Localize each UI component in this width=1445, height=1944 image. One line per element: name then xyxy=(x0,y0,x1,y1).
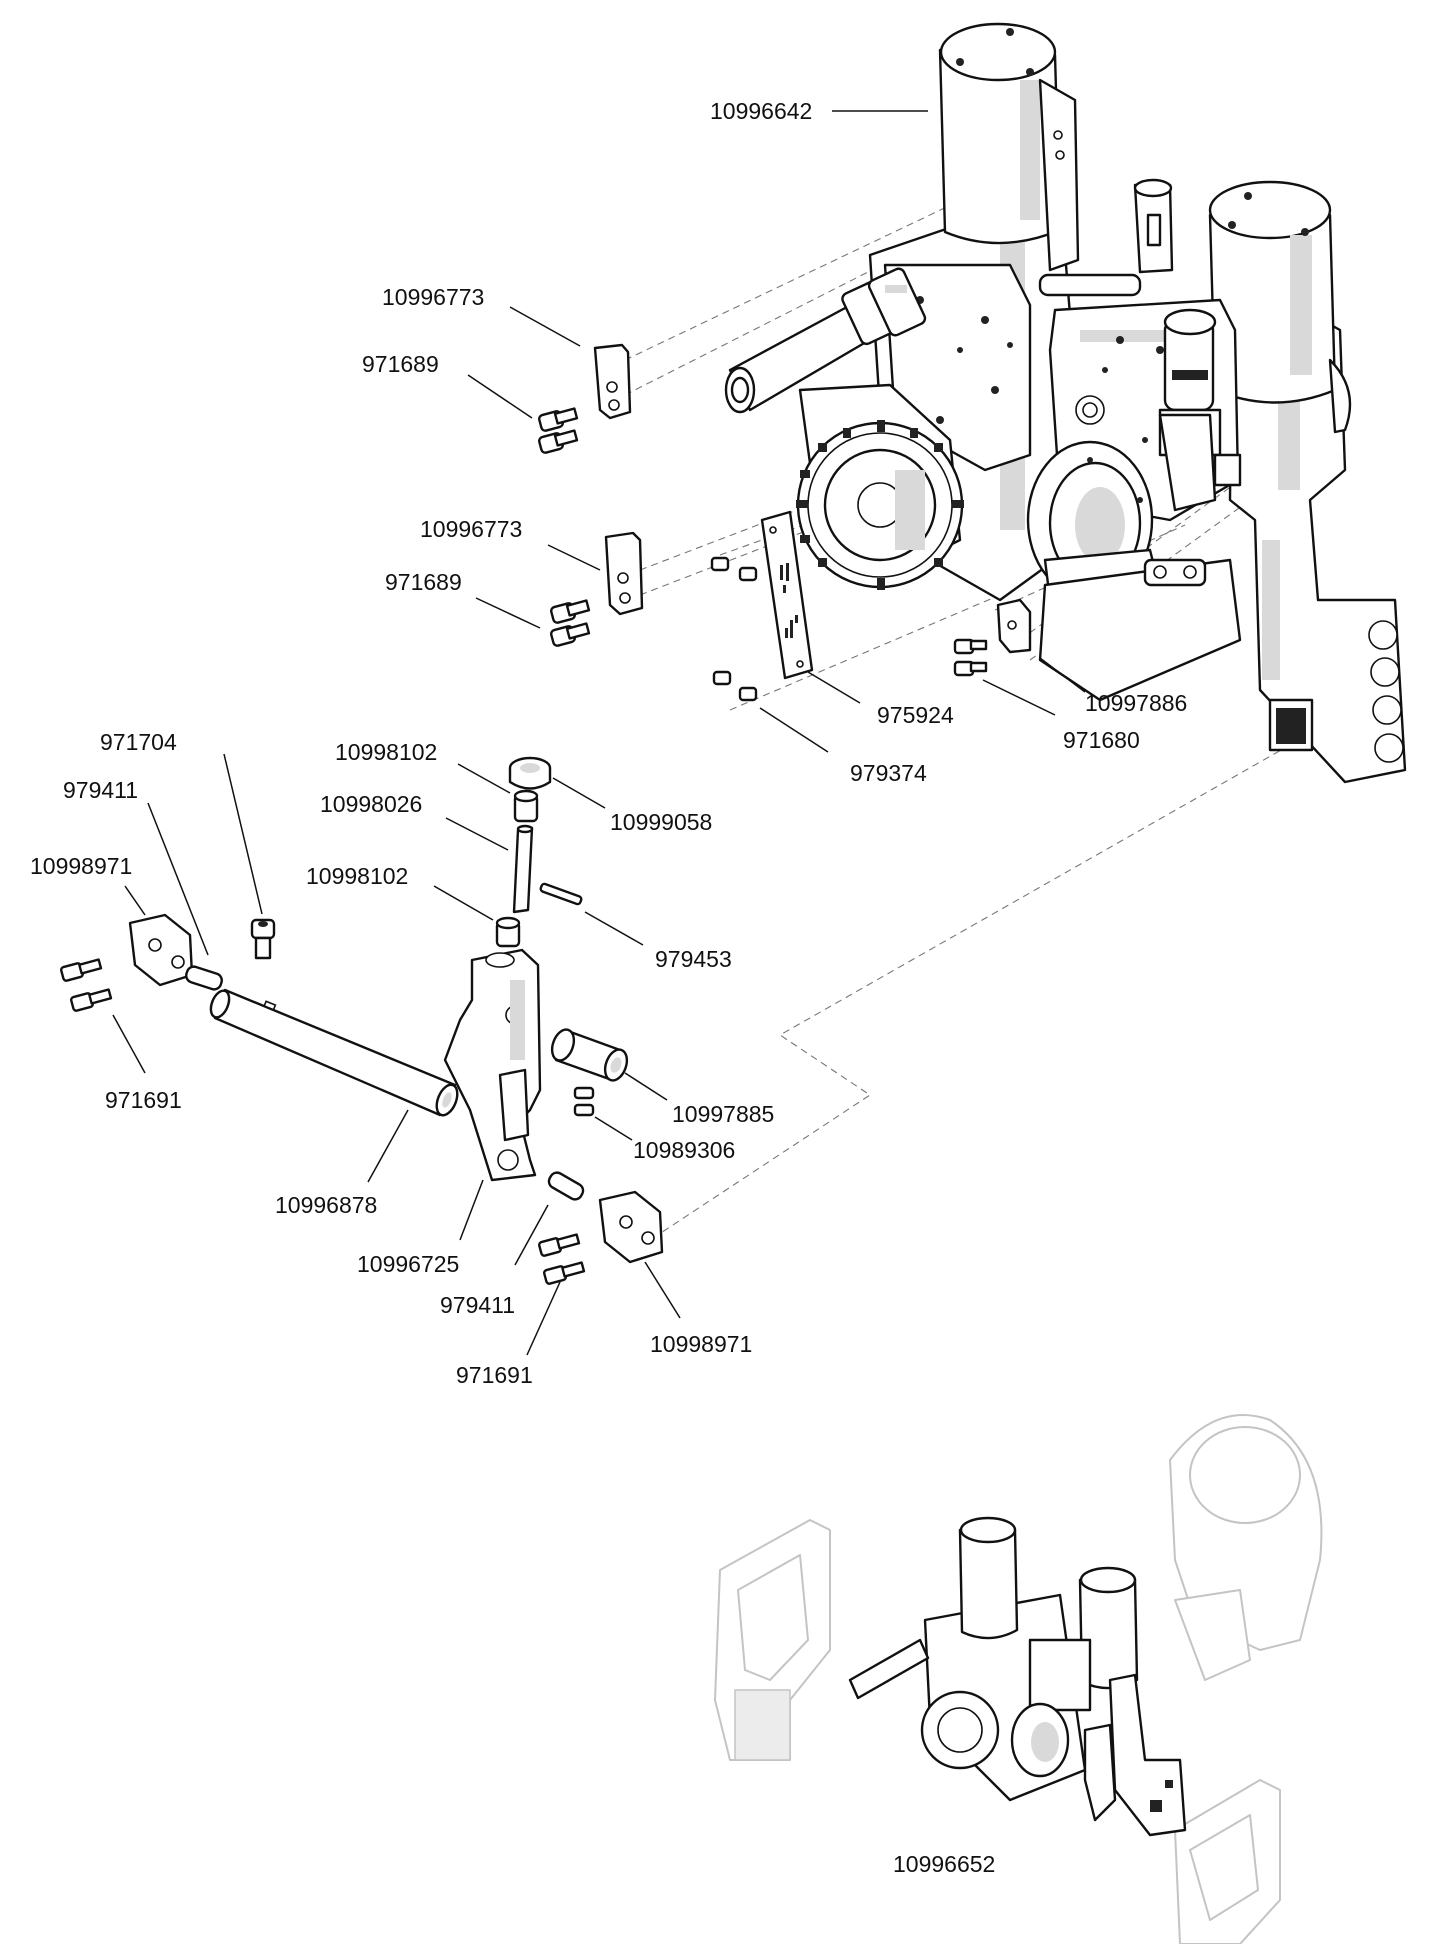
plate-screws xyxy=(710,556,758,702)
callout-10996878: 10996878 xyxy=(275,1192,377,1218)
dowel-pin-lower xyxy=(547,1171,585,1201)
callout-979411-lower: 979411 xyxy=(440,1292,515,1318)
callout-10996773-upper: 10996773 xyxy=(382,284,484,310)
callout-10997886: 10997886 xyxy=(1085,690,1187,716)
bracket-screws xyxy=(953,638,988,677)
screws-lower xyxy=(538,1233,586,1285)
overview-assembly xyxy=(848,1516,1187,1837)
main-housing-assembly xyxy=(724,22,1407,784)
gear-wheel xyxy=(796,420,964,590)
callout-labels: 10996642 10996773 971689 10996773 971689… xyxy=(30,98,1187,1877)
callout-971691-left: 971691 xyxy=(105,1087,182,1113)
leader-lines xyxy=(112,110,1086,1356)
cap xyxy=(508,756,552,790)
callout-975924: 975924 xyxy=(877,702,954,728)
callout-10998026: 10998026 xyxy=(320,791,422,817)
bushing-upper xyxy=(513,789,539,823)
callout-979411-left: 979411 xyxy=(63,777,138,803)
sleeve xyxy=(550,1028,629,1082)
mounting-block-left xyxy=(128,913,194,987)
callout-10996652: 10996652 xyxy=(893,1851,995,1877)
dowel-pin-left xyxy=(185,965,223,991)
callout-971689-upper: 971689 xyxy=(362,351,439,377)
callout-10996725: 10996725 xyxy=(357,1251,459,1277)
callout-979374: 979374 xyxy=(850,760,927,786)
callout-979453: 979453 xyxy=(655,946,732,972)
small-pin xyxy=(539,882,583,906)
name-plate xyxy=(760,510,814,680)
callout-10989306: 10989306 xyxy=(633,1137,735,1163)
clamp-plate-middle xyxy=(604,531,644,616)
screws-middle xyxy=(550,599,591,647)
long-shaft xyxy=(209,988,459,1117)
callout-10996773-middle: 10996773 xyxy=(420,516,522,542)
callout-10998102-upper: 10998102 xyxy=(335,739,437,765)
lever-arm xyxy=(443,948,542,1182)
bushing-lower xyxy=(495,916,521,948)
callout-971689-middle: 971689 xyxy=(385,569,462,595)
set-screws xyxy=(573,1086,595,1117)
clamp-plate-upper xyxy=(593,343,632,420)
overview-ghost-frames xyxy=(714,1414,1323,1944)
callout-971704: 971704 xyxy=(100,729,177,755)
callout-10997885: 10997885 xyxy=(672,1101,774,1127)
callout-971680: 971680 xyxy=(1063,727,1140,753)
callout-10999058: 10999058 xyxy=(610,809,712,835)
small-bracket xyxy=(996,598,1032,654)
callout-10996642: 10996642 xyxy=(710,98,812,124)
callout-10998971-left: 10998971 xyxy=(30,853,132,879)
mounting-block-lower xyxy=(598,1190,664,1264)
screws-upper xyxy=(538,407,579,454)
callout-10998102-lower: 10998102 xyxy=(306,863,408,889)
long-pin xyxy=(512,824,534,914)
callout-971691-lower: 971691 xyxy=(456,1362,533,1388)
callout-10998971-lower: 10998971 xyxy=(650,1331,752,1357)
screws-left xyxy=(60,958,113,1012)
cap-screw xyxy=(250,918,276,960)
